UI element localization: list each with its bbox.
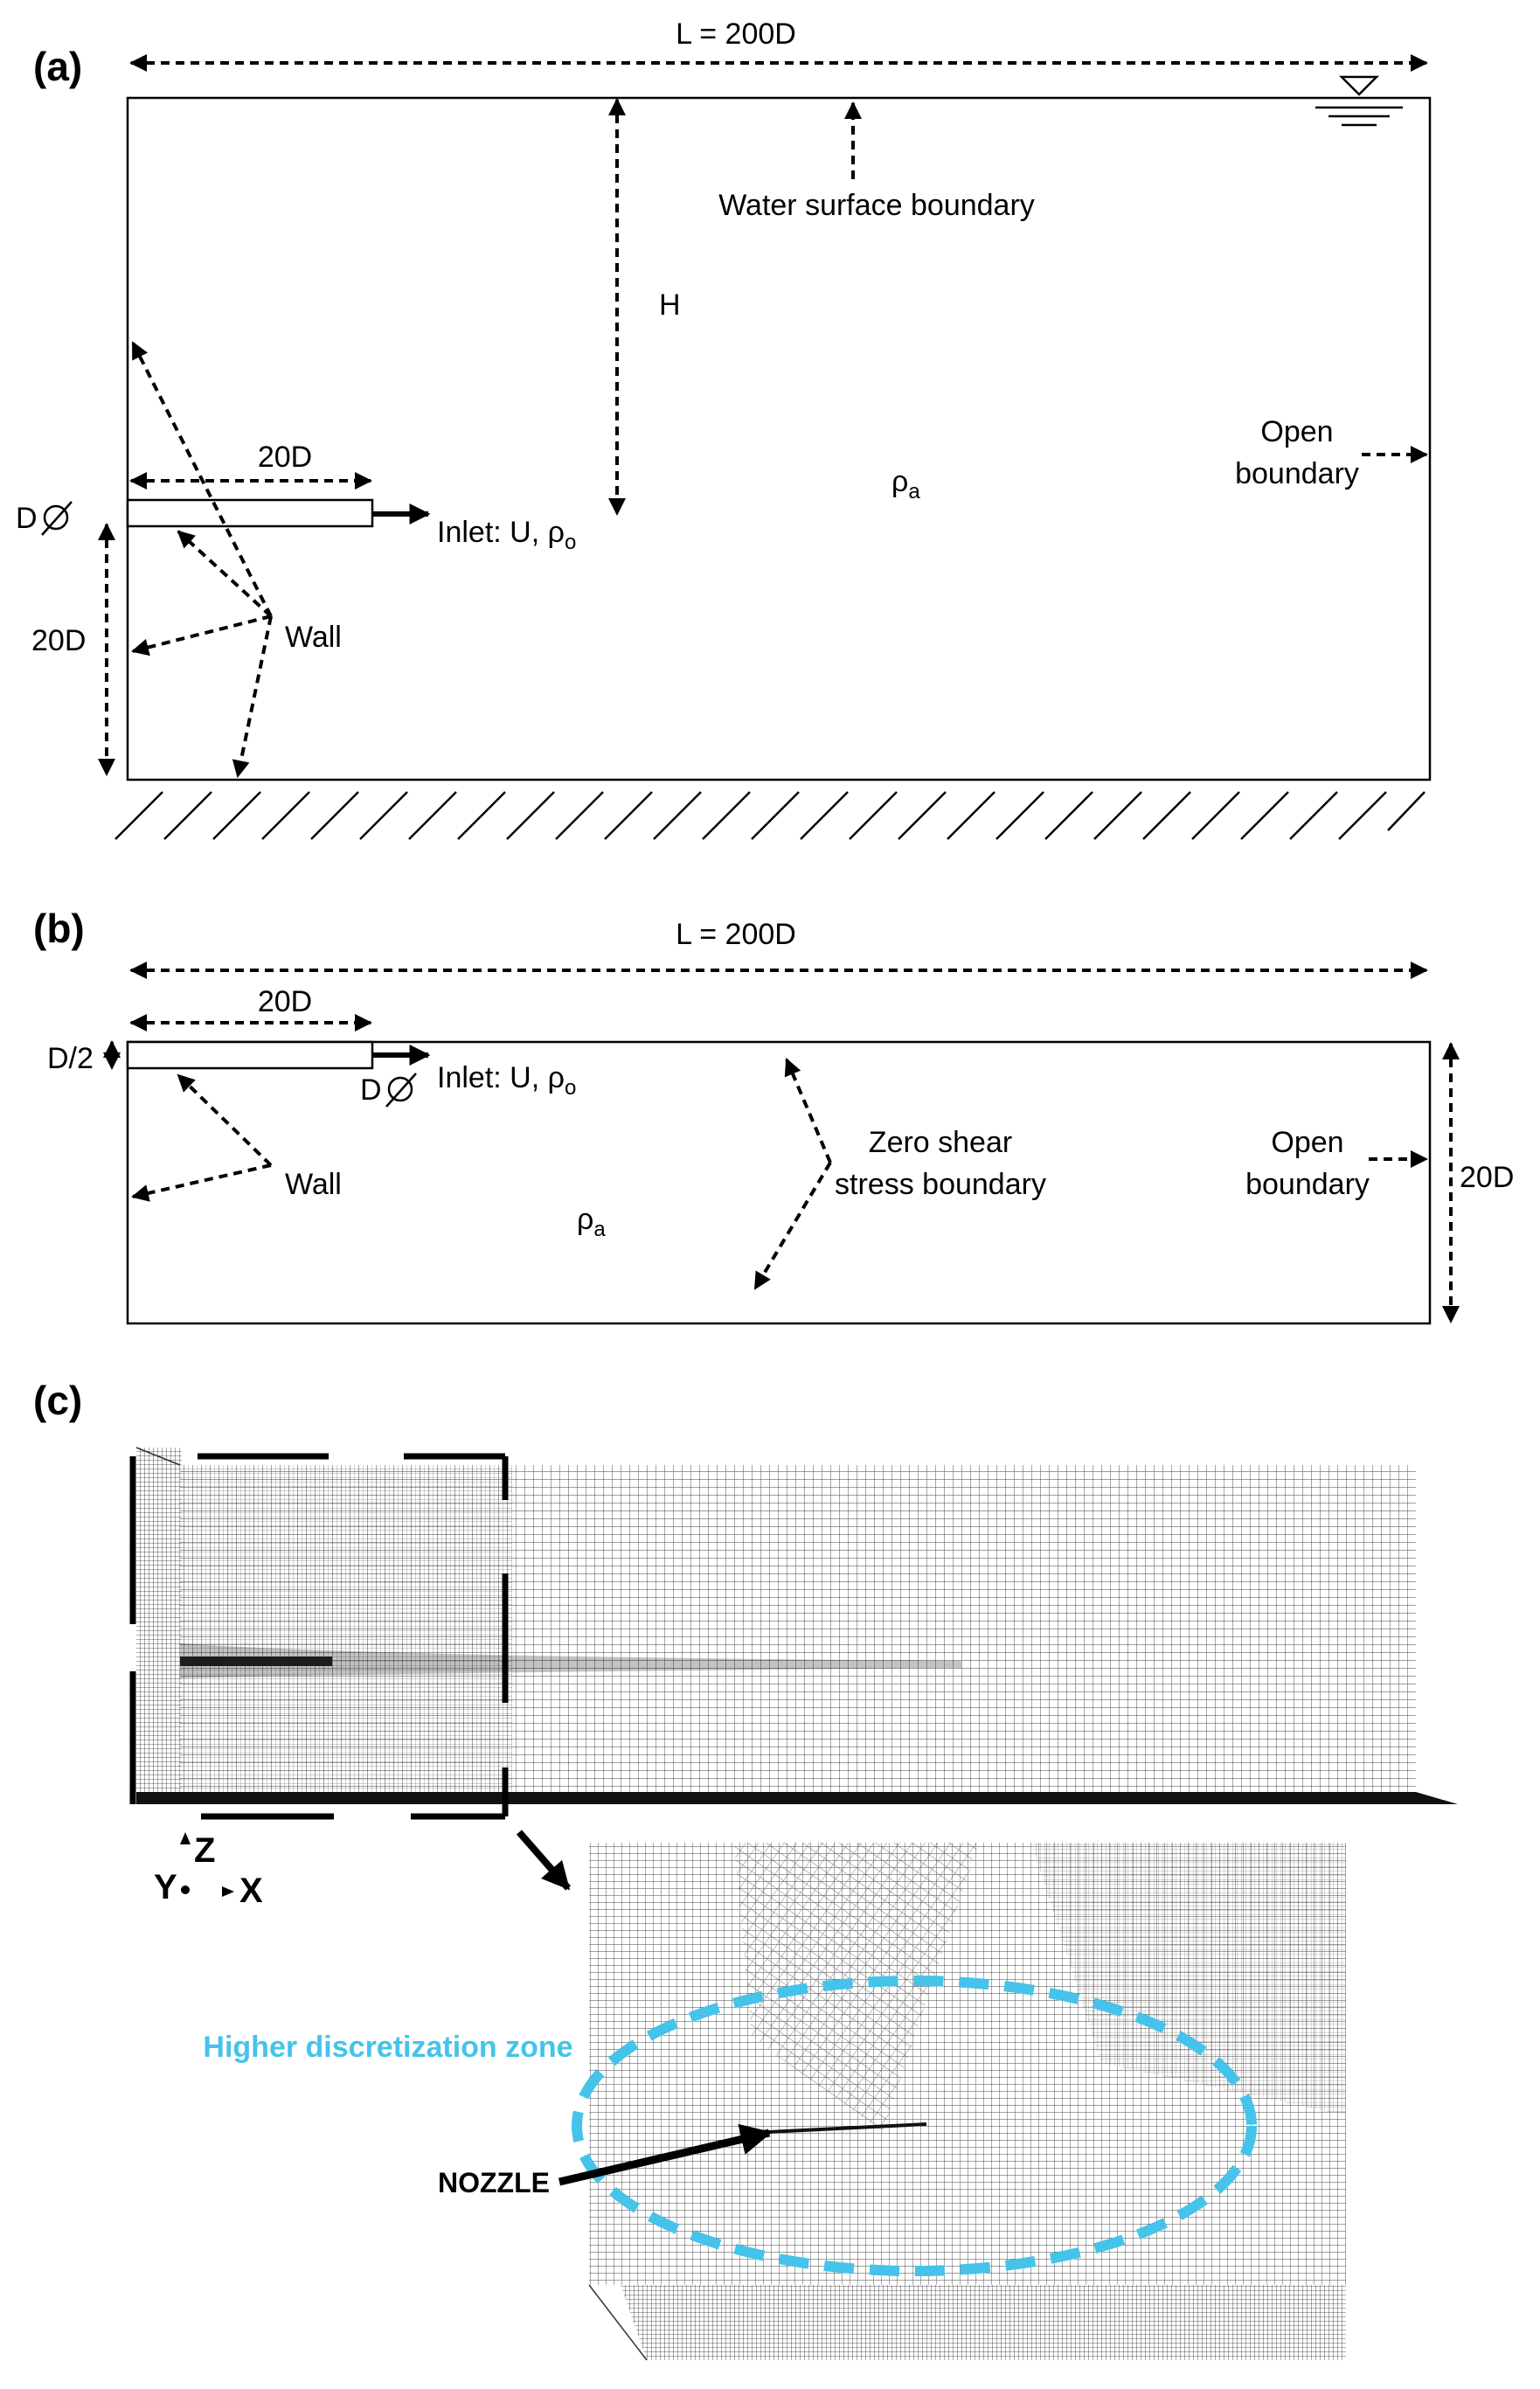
wall-arrows-a xyxy=(131,341,273,778)
diameter-icon-b xyxy=(385,1073,417,1108)
zoom-arrow xyxy=(516,1830,572,1891)
axis-z-label: Z xyxy=(194,1831,215,1870)
nozzle-length-label: 20D xyxy=(258,441,312,474)
nozzle-length-label-b: 20D xyxy=(258,985,312,1018)
zero-shear-label-line1: Zero shear xyxy=(869,1126,1012,1159)
open-boundary-label-b-line1: Open xyxy=(1271,1126,1343,1159)
domain-box-b xyxy=(126,1040,1432,1325)
wall-arrows-b xyxy=(131,1073,273,1202)
diameter-label: D xyxy=(16,502,38,535)
panel-c: (c) Z Y xyxy=(33,1378,1458,2361)
water-level-icon xyxy=(1315,75,1403,127)
inlet-label-b: Inlet: U, ρo xyxy=(437,1061,576,1100)
water-surface-label: Water surface boundary xyxy=(718,189,1035,222)
open-boundary-label-a-line2: boundary xyxy=(1235,457,1359,490)
elevation-label: 20D xyxy=(31,624,86,657)
axis-y-label: Y xyxy=(154,1868,177,1906)
open-boundary-label-a-line1: Open xyxy=(1260,415,1333,448)
nozzle-b xyxy=(126,1040,374,1070)
zero-shear-arrows xyxy=(753,1058,832,1290)
length-label: L = 200D xyxy=(676,17,796,51)
mesh-main xyxy=(135,1447,1458,1804)
nozzle-pointer-arrow xyxy=(558,2123,773,2186)
panel-a-label: (a) xyxy=(33,44,82,89)
inlet-label: Inlet: U, ρo xyxy=(437,516,576,554)
domain-box-a xyxy=(126,96,1432,781)
wall-label-a: Wall xyxy=(285,621,342,654)
panel-b-label: (b) xyxy=(33,906,85,951)
discretization-zone-label: Higher discretization zone xyxy=(203,2031,572,2064)
open-boundary-label-b-line2: boundary xyxy=(1245,1168,1370,1201)
diameter-label-b: D xyxy=(360,1073,382,1107)
axes-icon: Z Y X xyxy=(154,1831,263,1910)
panel-c-label: (c) xyxy=(33,1378,82,1423)
axis-x-label: X xyxy=(239,1872,263,1910)
depth-label: 20D xyxy=(1460,1161,1514,1194)
height-label: H xyxy=(659,288,681,322)
panel-a: (a) L = 200D H Water surface boundary In… xyxy=(16,17,1432,840)
nozzle-label: NOZZLE xyxy=(438,2167,550,2198)
ambient-density-label: ρa xyxy=(891,465,920,503)
half-diameter-label: D/2 xyxy=(47,1042,94,1075)
mesh-zoom xyxy=(588,1843,1346,2361)
zero-shear-label-line2: stress boundary xyxy=(835,1168,1046,1201)
discretization-zone-outline xyxy=(572,1976,1257,2276)
length-label-b: L = 200D xyxy=(676,918,796,951)
mesh-boundary-dashes xyxy=(129,1453,509,1820)
nozzle-a xyxy=(126,498,374,528)
diameter-icon xyxy=(41,501,73,536)
wall-label-b: Wall xyxy=(285,1168,342,1201)
panel-b: (b) L = 200D Inlet: U, ρo 20D D/2 D Wall… xyxy=(33,906,1514,1325)
seabed-hatching xyxy=(114,791,1426,840)
ambient-density-label-b: ρa xyxy=(577,1203,606,1241)
